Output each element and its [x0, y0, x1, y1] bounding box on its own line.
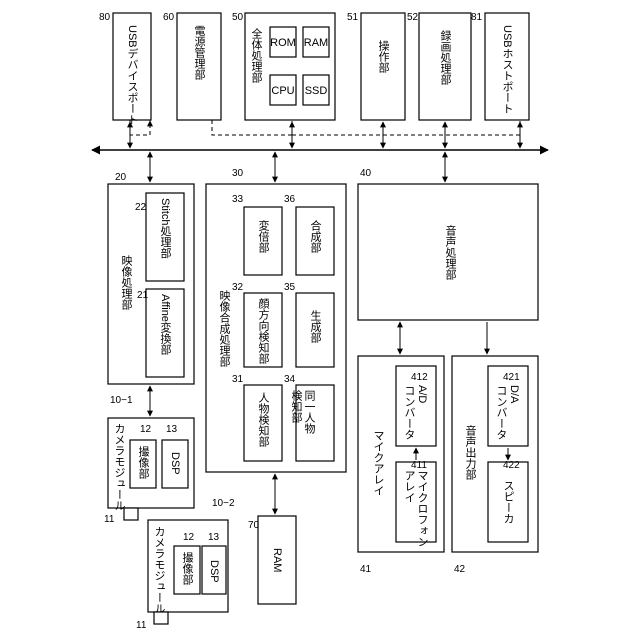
rom-label: ROM	[270, 37, 296, 49]
speaker-label: スピーカ	[502, 480, 514, 524]
camera2-label: カメラモジュール	[153, 526, 166, 614]
camera1-sensor-ref: 12	[140, 424, 152, 435]
operation-unit-label: 操作部	[377, 39, 390, 73]
camera2-ref: 10−2	[212, 498, 235, 509]
stitch-processor-label: Stitch処理部	[159, 198, 172, 259]
scaler-label: 変倍部	[257, 219, 270, 253]
cpu-label: CPU	[271, 85, 294, 97]
camera1-ref: 10−1	[110, 395, 133, 406]
person-detector-label: 人物検知部	[257, 392, 270, 447]
video-processor-label: 映像処理部	[120, 255, 133, 310]
recording-processor-ref: 52	[407, 12, 419, 23]
audio-processor-label: 音声処理部	[444, 224, 457, 280]
video-synthesis-ref: 30	[232, 168, 244, 179]
microphone-array: 41 マイクアレイ 412 A/Dコンバータ 411 マイクロフォンアレイ	[358, 356, 444, 575]
overall-processor-ref: 50	[232, 12, 244, 23]
same-person-detector-ref: 34	[284, 374, 296, 385]
power-manager-ref: 60	[163, 12, 175, 23]
camera-module-1: 10−1 カメラモジュール 12 撮像部 13 DSP 11	[104, 386, 194, 525]
camera1-dsp-label: DSP	[169, 452, 181, 475]
audio-processor-ref: 40	[360, 168, 372, 179]
camera2-lens-ref: 11	[136, 620, 147, 631]
ad-converter-ref: 412	[411, 372, 428, 383]
camera2-dsp-ref: 13	[208, 532, 220, 543]
sound-output-ref: 42	[454, 564, 466, 575]
power-manager-label: 電源管理部	[193, 25, 206, 80]
ram-label: RAM	[304, 37, 328, 49]
video-synthesis-label: 映像合成処理部	[218, 290, 231, 367]
camera2-lens	[154, 612, 168, 624]
ram70-label: RAM	[271, 548, 283, 572]
mic-array-ref: 41	[360, 564, 372, 575]
ssd-label: SSD	[305, 85, 328, 97]
usb-device-port-ref: 80	[99, 12, 111, 23]
operation-unit-ref: 51	[347, 12, 359, 23]
camera1-sensor-label: 撮像部	[137, 445, 150, 479]
video-processor: 20 映像処理部 22 Stitch処理部 21 Affine変換部	[108, 172, 194, 384]
camera2-sensor-label: 撮像部	[181, 551, 194, 585]
video-synthesis-processor: 30 映像合成処理部 33 変倍部 36 合成部 32 顔方向検知部 35 生成…	[206, 168, 346, 472]
video-processor-ref: 20	[115, 172, 127, 183]
power-dashed-line-3	[292, 120, 520, 135]
generator-label: 生成部	[309, 309, 322, 343]
mic-array-label: マイクアレイ	[372, 430, 384, 496]
sound-output: 42 音声出力部 421 D/Aコンバータ 422 スピーカ	[452, 356, 538, 575]
affine-converter-label: Affine変換部	[159, 294, 172, 355]
camera1-dsp-ref: 13	[166, 424, 178, 435]
top-modules: 80 USBデバイスポート 60 電源管理部 50 全体処理部 ROM RAM …	[99, 12, 529, 125]
face-direction-detector-label: 顔方向検知部	[257, 297, 270, 364]
stitch-processor-ref: 22	[135, 202, 147, 213]
person-detector-ref: 31	[232, 374, 244, 385]
usb-host-port-ref: 81	[471, 12, 483, 23]
camera2-sensor-ref: 12	[183, 532, 195, 543]
affine-converter-ref: 21	[137, 290, 149, 301]
camera2-dsp-label: DSP	[208, 560, 220, 583]
camera1-lens	[124, 508, 138, 520]
power-dashed-line-2	[212, 120, 292, 135]
speaker-ref: 422	[503, 460, 520, 471]
compositor-label: 合成部	[309, 219, 322, 253]
camera1-lens-ref: 11	[104, 514, 115, 525]
usb-device-port-label: USBデバイスポート	[126, 25, 139, 125]
recording-processor-label: 録画処理部	[439, 29, 452, 85]
da-converter-ref: 421	[503, 372, 520, 383]
face-direction-detector-ref: 32	[232, 282, 244, 293]
ram70-ref: 70	[248, 520, 260, 531]
overall-processor-label: 全体処理部	[250, 27, 263, 83]
camera1-label: カメラモジュール	[113, 423, 126, 511]
camera-module-2: 10−2 カメラモジュール 12 撮像部 13 DSP 11	[136, 498, 235, 631]
usb-host-port-label: USBホストポート	[501, 25, 514, 114]
sound-output-label: 音声出力部	[464, 424, 477, 480]
compositor-ref: 36	[284, 194, 296, 205]
generator-ref: 35	[284, 282, 296, 293]
scaler-ref: 33	[232, 194, 244, 205]
